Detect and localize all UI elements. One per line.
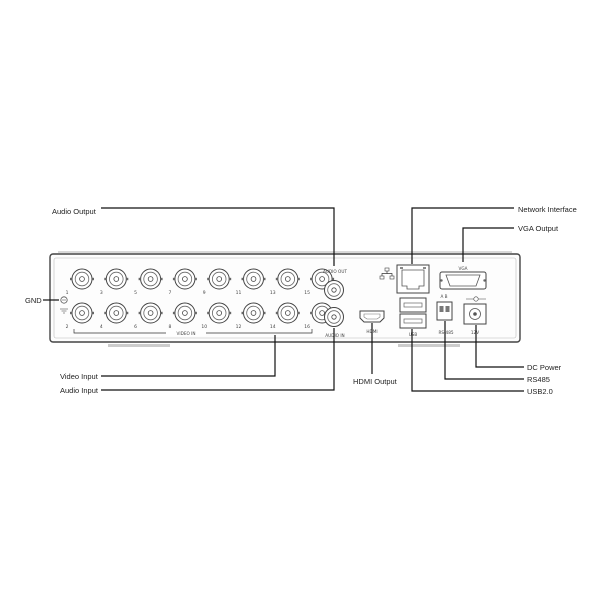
- bnc-port-number: 4: [100, 324, 103, 330]
- network-interface-leader: [411, 207, 514, 264]
- gnd-terminal: [60, 296, 68, 314]
- callout-labels: Audio Output Network Interface VGA Outpu…: [25, 205, 577, 396]
- usb-port-label: USB: [409, 332, 418, 337]
- bnc-port-number: 6: [134, 324, 137, 330]
- bnc-port: 8: [168, 302, 197, 330]
- video-in-bracket: VIDEO IN: [73, 329, 313, 336]
- network-icon: [379, 267, 395, 280]
- audio-output-port: AUDIO OUT: [323, 269, 347, 300]
- audio-output-label: Audio Output: [52, 207, 97, 216]
- video-in-port-label: VIDEO IN: [177, 331, 196, 336]
- bnc-port: 3: [100, 268, 129, 296]
- hdmi-output-label: HDMI Output: [353, 377, 398, 386]
- dc-power-port-label: 12V: [471, 330, 479, 335]
- audio-output-leader: [101, 207, 335, 266]
- svg-text:A B: A B: [440, 294, 447, 299]
- rs485-terminal: A B RS-485: [436, 294, 454, 335]
- bnc-port: 7: [168, 268, 197, 296]
- bnc-port: 14: [270, 302, 300, 330]
- audio-input-label: Audio Input: [60, 386, 99, 395]
- bnc-port-number: 14: [270, 324, 276, 330]
- right-foot: [398, 344, 460, 347]
- bnc-port: 4: [100, 302, 129, 330]
- vga-output-label: VGA Output: [518, 224, 559, 233]
- audio-input-leader: [101, 328, 335, 391]
- bnc-port-number: 1: [66, 290, 69, 296]
- audio-in-port-label: AUDIO IN: [325, 333, 344, 338]
- dc-power-port: 12V: [463, 296, 487, 335]
- left-foot: [108, 344, 170, 347]
- gnd-label: GND: [25, 296, 42, 305]
- bnc-port-number: 11: [236, 290, 242, 296]
- callout-lines: [43, 207, 524, 392]
- bnc-port: 12: [236, 302, 266, 330]
- bnc-port-number: 15: [304, 290, 310, 296]
- bnc-port-number: 13: [270, 290, 276, 296]
- dc-power-leader: [475, 325, 524, 368]
- rs485-port-label: RS-485: [438, 330, 453, 335]
- bnc-port: 5: [134, 268, 163, 296]
- bnc-port-number: 16: [304, 324, 310, 330]
- video-input-label: Video Input: [60, 372, 99, 381]
- bnc-port: 1: [66, 268, 94, 296]
- vga-port: VGA: [439, 266, 487, 290]
- usb-leader: [411, 329, 524, 392]
- bnc-port-number: 10: [201, 324, 207, 330]
- usb-ports: USB: [399, 297, 427, 337]
- bnc-port: 6: [134, 302, 163, 330]
- vga-output-leader: [462, 227, 514, 262]
- vga-port-label: VGA: [459, 266, 468, 271]
- dc-power-label: DC Power: [527, 363, 562, 372]
- bnc-port-number: 12: [236, 324, 242, 330]
- bnc-port-number: 9: [203, 290, 206, 296]
- rs485-leader: [444, 321, 524, 380]
- audio-out-port-label: AUDIO OUT: [323, 269, 347, 274]
- bnc-port: 10: [201, 302, 232, 330]
- usb-label: USB2.0: [527, 387, 553, 396]
- bnc-port: 11: [236, 268, 266, 296]
- bnc-port-number: 8: [168, 324, 171, 330]
- video-input-leader: [101, 335, 276, 377]
- bnc-port-number: 2: [66, 324, 69, 330]
- bnc-port-number: 3: [100, 290, 103, 296]
- bnc-port: 13: [270, 268, 300, 296]
- network-port: [379, 264, 430, 294]
- bnc-port: 9: [203, 268, 232, 296]
- bnc-port: 2: [66, 302, 94, 330]
- audio-input-port: AUDIO IN: [324, 307, 345, 338]
- dc-polarity-icon: [466, 296, 486, 302]
- network-interface-label: Network Interface: [518, 205, 577, 214]
- rs485-label: RS485: [527, 375, 550, 384]
- bnc-port-number: 7: [168, 290, 171, 296]
- bnc-port-number: 5: [134, 290, 137, 296]
